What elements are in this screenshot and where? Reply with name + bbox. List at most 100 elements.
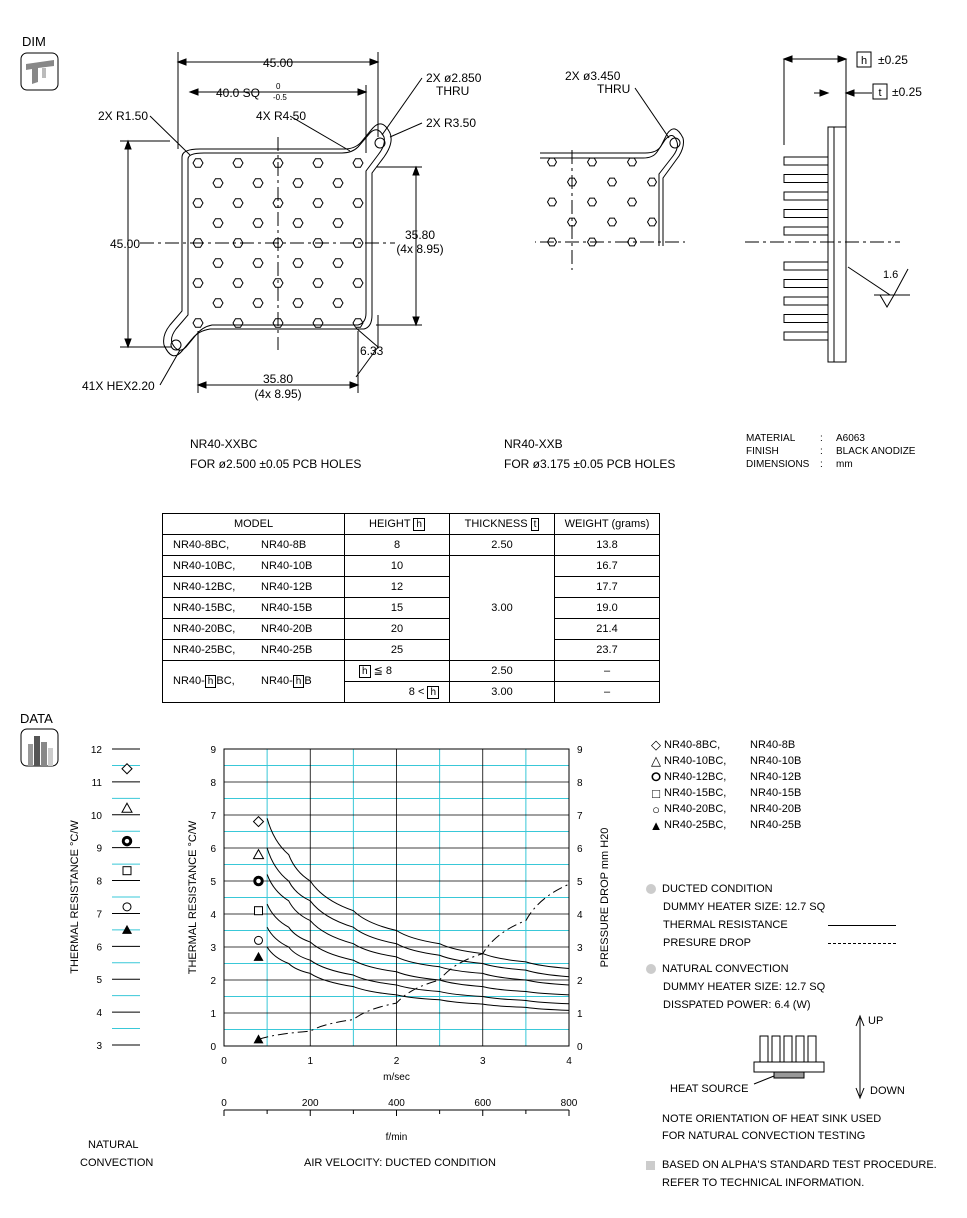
material-block: MATERIAL:A6063 FINISH:BLACK ANODIZE DIME… xyxy=(746,433,916,470)
hex-hole xyxy=(352,198,364,208)
caption-bc-desc: FOR ø2.500 ±0.05 PCB HOLES xyxy=(190,457,362,471)
y-tick-label: 9 xyxy=(210,745,216,756)
hex-hole xyxy=(312,158,324,168)
legend-item: ◇NR40-8BC,NR40-8B xyxy=(648,737,801,753)
series-line xyxy=(266,874,570,986)
hex-hole xyxy=(192,318,204,328)
x-tick-label: 3 xyxy=(480,1056,486,1067)
y-tick-label: 6 xyxy=(96,942,102,953)
nat-bottom-label2: CONVECTION xyxy=(80,1157,154,1169)
dim-hole-small: 2X ø2.850 xyxy=(426,71,482,85)
dim-hole-large-thru: THRU xyxy=(597,82,630,96)
series-line xyxy=(266,847,570,978)
y-right-tick-label: 8 xyxy=(577,778,583,789)
h-tolerance: ±0.25 xyxy=(878,53,908,67)
y-right-tick-label: 3 xyxy=(577,943,583,954)
hex-hole xyxy=(626,197,638,207)
hex-hole xyxy=(272,318,284,328)
hex-hole xyxy=(192,158,204,168)
y-tick-label: 8 xyxy=(96,877,102,888)
square-bullet-icon xyxy=(646,1160,655,1170)
table-row: 8 < h 3.00 – xyxy=(163,681,660,703)
spec-table: MODEL HEIGHT h THICKNESS t WEIGHT (grams… xyxy=(162,513,660,703)
series-line xyxy=(266,946,570,1011)
fin xyxy=(783,279,829,288)
y-axis-label: THERMAL RESISTANCE °C/W xyxy=(187,820,199,974)
legend-marker-icon: ▲ xyxy=(649,817,663,833)
nat-bottom-label: NATURAL xyxy=(88,1139,139,1151)
plot-frame xyxy=(223,748,570,1047)
hex-hole xyxy=(252,218,264,228)
dim-left-height: 45.00 xyxy=(110,237,140,251)
bullet-icon xyxy=(646,964,656,974)
y-tick-label: 5 xyxy=(96,975,102,986)
dim-sq: 40.0 SQ xyxy=(216,86,260,100)
x2-axis-label: f/min xyxy=(386,1132,408,1143)
hex-hole xyxy=(332,298,344,308)
hex-hole xyxy=(646,177,658,187)
hex-hole xyxy=(232,158,244,168)
legend-item: □NR40-15BC,NR40-15B xyxy=(648,785,801,801)
y-right-tick-label: 5 xyxy=(577,877,583,888)
y-axis-label: THERMAL RESISTANCE °C/W xyxy=(69,820,81,974)
table-row: NR40-8BC,NR40-8B 8 2.50 13.8 xyxy=(162,534,660,556)
triangle-marker xyxy=(252,848,265,860)
legend-b-label: NR40-25B xyxy=(750,819,802,831)
hex-hole xyxy=(292,218,304,228)
hex-hole xyxy=(606,217,618,227)
h-box: h xyxy=(861,55,867,67)
x-tick-label: 4 xyxy=(566,1056,572,1067)
dim-top-width: 45.00 xyxy=(263,56,293,70)
y-tick-label: 7 xyxy=(96,909,102,920)
legend-item: ○NR40-20BC,NR40-20B xyxy=(648,801,801,817)
y-right-tick-label: 0 xyxy=(577,1042,583,1053)
hex-hole xyxy=(252,298,264,308)
legend-b-label: NR40-12B xyxy=(750,771,802,783)
heat-source-label: HEAT SOURCE xyxy=(670,1083,748,1095)
y-tick-label: 11 xyxy=(92,778,103,789)
table-row: NR40-15BC,NR40-15B 15 19.0 xyxy=(162,597,660,619)
legend: ◇NR40-8BC,NR40-8B△NR40-10BC,NR40-10B⭘NR4… xyxy=(648,737,802,833)
legend-b-label: NR40-8B xyxy=(750,739,796,751)
fin xyxy=(783,314,829,323)
x-tick-label: 1 xyxy=(307,1056,313,1067)
solid-line-key xyxy=(828,925,896,934)
t-box: t xyxy=(878,87,881,99)
caliper-icon xyxy=(20,52,59,91)
notes-natural: NATURAL CONVECTION DUMMY HEATER SIZE: 12… xyxy=(646,960,825,1014)
th-model: MODEL xyxy=(162,513,345,535)
hex-hole xyxy=(212,258,224,268)
dim-edge: 6.33 xyxy=(360,344,384,358)
hex-hole xyxy=(232,198,244,208)
legend-marker-icon: □ xyxy=(652,785,660,801)
fin xyxy=(783,174,829,183)
table-row: NR40-12BC,NR40-12B 12 17.7 xyxy=(162,576,660,598)
dim-r-lug: 2X R3.50 xyxy=(426,116,476,130)
y-tick-label: 3 xyxy=(96,1041,102,1052)
hex-hole xyxy=(626,237,638,247)
hex-hole xyxy=(312,198,324,208)
fin xyxy=(783,331,829,341)
hex-hole xyxy=(252,258,264,268)
table-row: NR40-10BC,NR40-10B 10 3.00 16.7 xyxy=(162,555,660,661)
y-right-tick-label: 9 xyxy=(577,745,583,756)
legend-bc-label: NR40-20BC, xyxy=(664,803,727,815)
orientation-note: NOTE ORIENTATION OF HEAT SINK USED FOR N… xyxy=(662,1113,882,1142)
table-row: NR40-20BC,NR40-20B 20 21.4 xyxy=(162,618,660,640)
filled-triangle-marker xyxy=(122,924,132,934)
hex-hole xyxy=(566,177,578,187)
legend-item: △NR40-10BC,NR40-10B xyxy=(648,753,801,769)
hex-hole xyxy=(312,238,324,248)
th-weight: WEIGHT (grams) xyxy=(554,513,660,535)
legend-item: ⭘NR40-12BC,NR40-12B xyxy=(648,769,801,785)
hex-hole xyxy=(292,178,304,188)
hex-hole xyxy=(212,298,224,308)
hex-hole xyxy=(646,217,658,227)
hex-hole xyxy=(212,178,224,188)
circle-marker xyxy=(254,935,263,945)
caption-bc-name: NR40-XXBC xyxy=(190,437,258,451)
dim-r-corner: 2X R1.50 xyxy=(98,109,148,123)
hex-hole xyxy=(312,278,324,288)
y-tick-label: 9 xyxy=(96,844,102,855)
y-tick-label: 1 xyxy=(210,1009,216,1020)
